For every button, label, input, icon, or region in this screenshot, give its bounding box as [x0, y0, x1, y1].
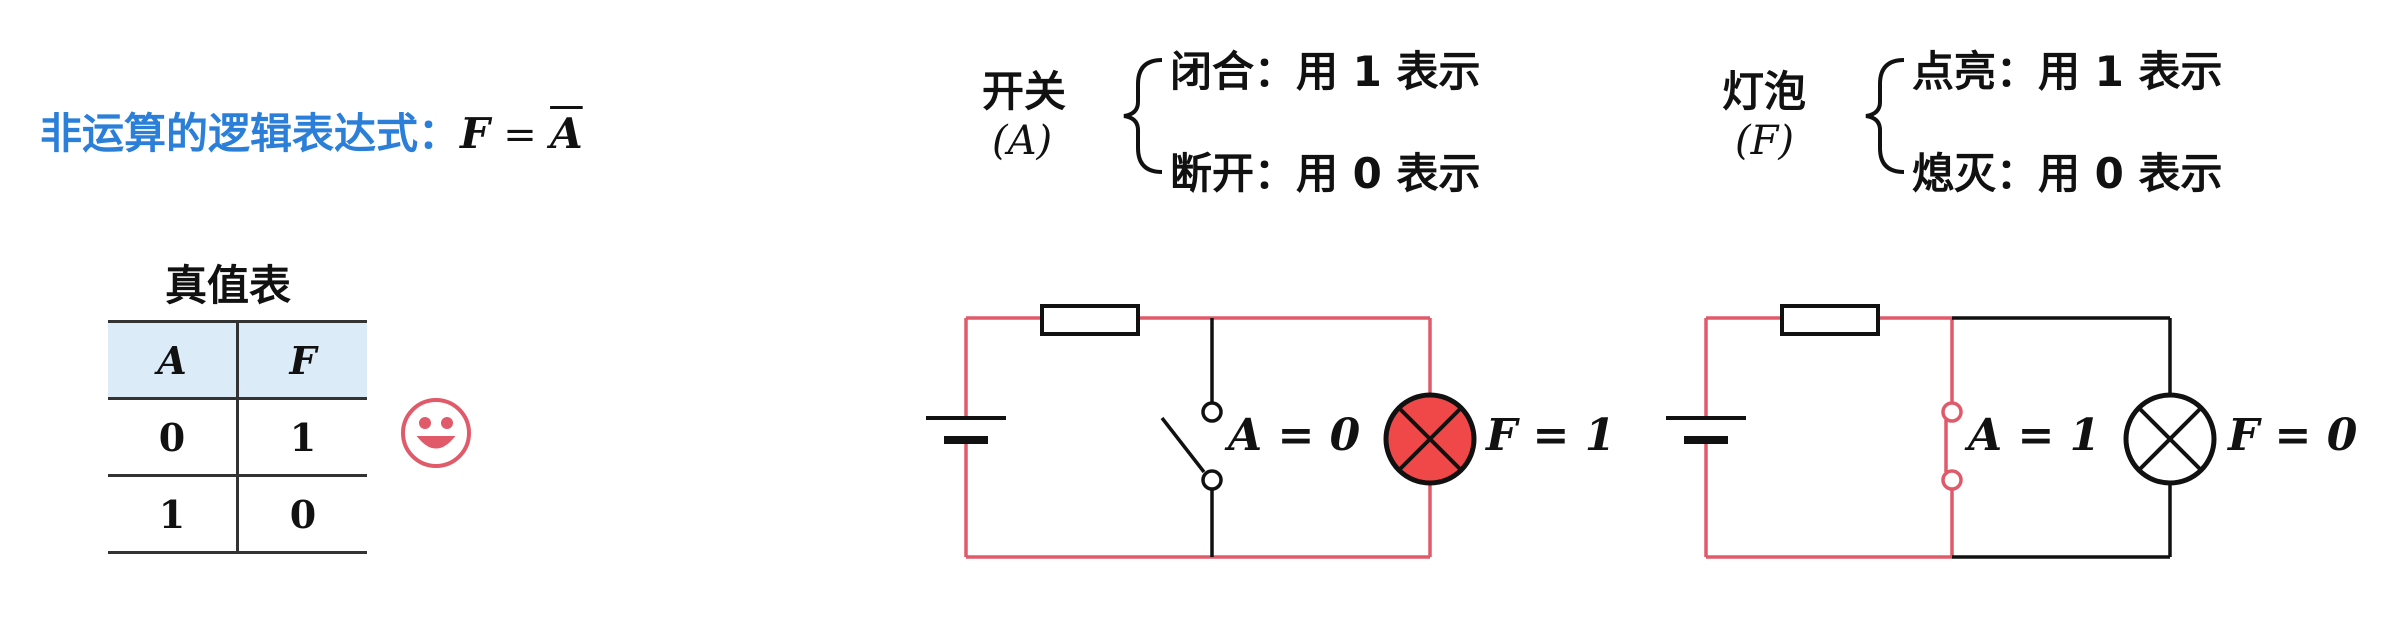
circuit2: [1666, 304, 2217, 559]
battery: [1666, 416, 1746, 444]
table-cell: 1: [237, 398, 367, 477]
circuit1-switch-label: A = 0: [1228, 410, 1361, 461]
truth-table-title: 真值表: [165, 261, 292, 310]
heading-rhs: A: [550, 109, 583, 158]
truth-table: A F 0 1 1 0: [108, 320, 367, 554]
circuit1-bulb-label: F = 1: [1486, 410, 1616, 461]
bulb-off-icon: [2123, 392, 2217, 486]
smiley-face-icon: [401, 398, 471, 468]
table-header-a: A: [108, 320, 239, 400]
switch-closed: [1941, 401, 1963, 491]
bulb-legend-var: (F): [1735, 118, 1794, 164]
switch-legend-closed: 闭合：用 1 表示: [1170, 47, 1481, 96]
bulb-legend-off: 熄灭：用 0 表示: [1912, 149, 2223, 198]
heading-lhs: F: [460, 109, 490, 158]
switch-legend-var: (A): [992, 118, 1053, 164]
bulb-legend-name: 灯泡: [1722, 67, 1807, 116]
circuit1: [926, 304, 1477, 559]
table-header-f: F: [237, 320, 367, 400]
switch-legend-open: 断开：用 0 表示: [1170, 149, 1481, 198]
bulb-legend-lit: 点亮：用 1 表示: [1912, 47, 2223, 96]
circuit2-bulb-label: F = 0: [2228, 410, 2358, 461]
table-cell: 0: [108, 398, 239, 477]
bulb-lit-icon: [1383, 392, 1477, 486]
table-row: 0 1: [108, 398, 367, 477]
battery: [926, 416, 1006, 444]
switch-open: [1160, 401, 1223, 491]
heading-eq: =: [503, 112, 537, 158]
table-cell: 0: [237, 475, 367, 554]
table-cell: 1: [108, 475, 239, 554]
circuit2-switch-label: A = 1: [1968, 410, 2101, 461]
table-row: 1 0: [108, 475, 367, 554]
bulb-legend-brace: [1865, 58, 1905, 174]
switch-legend-name: 开关: [982, 67, 1067, 116]
heading-label: 非运算的逻辑表达式：: [40, 109, 461, 158]
switch-legend-brace: [1123, 58, 1163, 174]
resistor: [1040, 304, 1140, 336]
table-header-row: A F: [108, 320, 367, 400]
expression-heading: 非运算的逻辑表达式：F = A: [40, 100, 583, 161]
resistor: [1780, 304, 1880, 336]
